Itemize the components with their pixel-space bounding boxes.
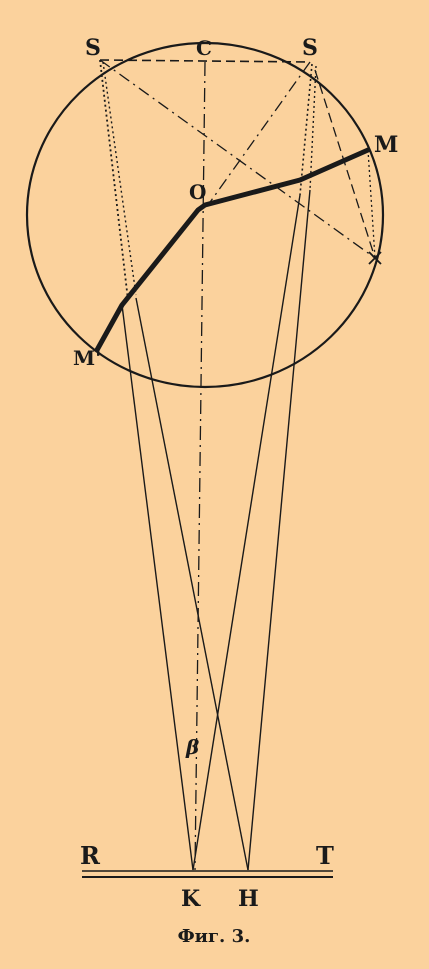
label-s-left: S [85, 35, 101, 61]
label-s-right: S [302, 35, 318, 61]
dotted-s-left-b [102, 61, 137, 296]
ray-m-to-h [247, 189, 311, 871]
marker-x [368, 251, 382, 265]
label-c: C [196, 36, 212, 60]
bent-line-m-o-m [94, 147, 371, 353]
ray-m-prime-to-h [135, 297, 249, 871]
axis-c-k [194, 61, 206, 871]
ray-m-to-k [192, 194, 301, 871]
label-k: K [181, 886, 201, 912]
label-m-prime: M' [73, 346, 101, 370]
line-m-to-x [367, 149, 376, 259]
dotted-s-right-a [299, 63, 313, 196]
figure-caption: Фиг. 3. [178, 926, 251, 947]
label-o: O [189, 180, 206, 204]
circle [25, 41, 385, 389]
label-beta: β [185, 735, 199, 759]
chord-s-s [99, 59, 311, 63]
line-s-right-to-x [314, 69, 376, 259]
line-s-left-to-x [99, 59, 376, 259]
ray-m-prime-to-k [121, 304, 194, 871]
label-m: M [374, 132, 398, 158]
label-r: R [80, 841, 101, 870]
label-h: H [238, 886, 259, 912]
line-s-right-to-o [207, 61, 311, 206]
dotted-s-left-a [99, 59, 129, 301]
dotted-s-right-b [309, 65, 317, 191]
label-t: T [316, 841, 334, 870]
